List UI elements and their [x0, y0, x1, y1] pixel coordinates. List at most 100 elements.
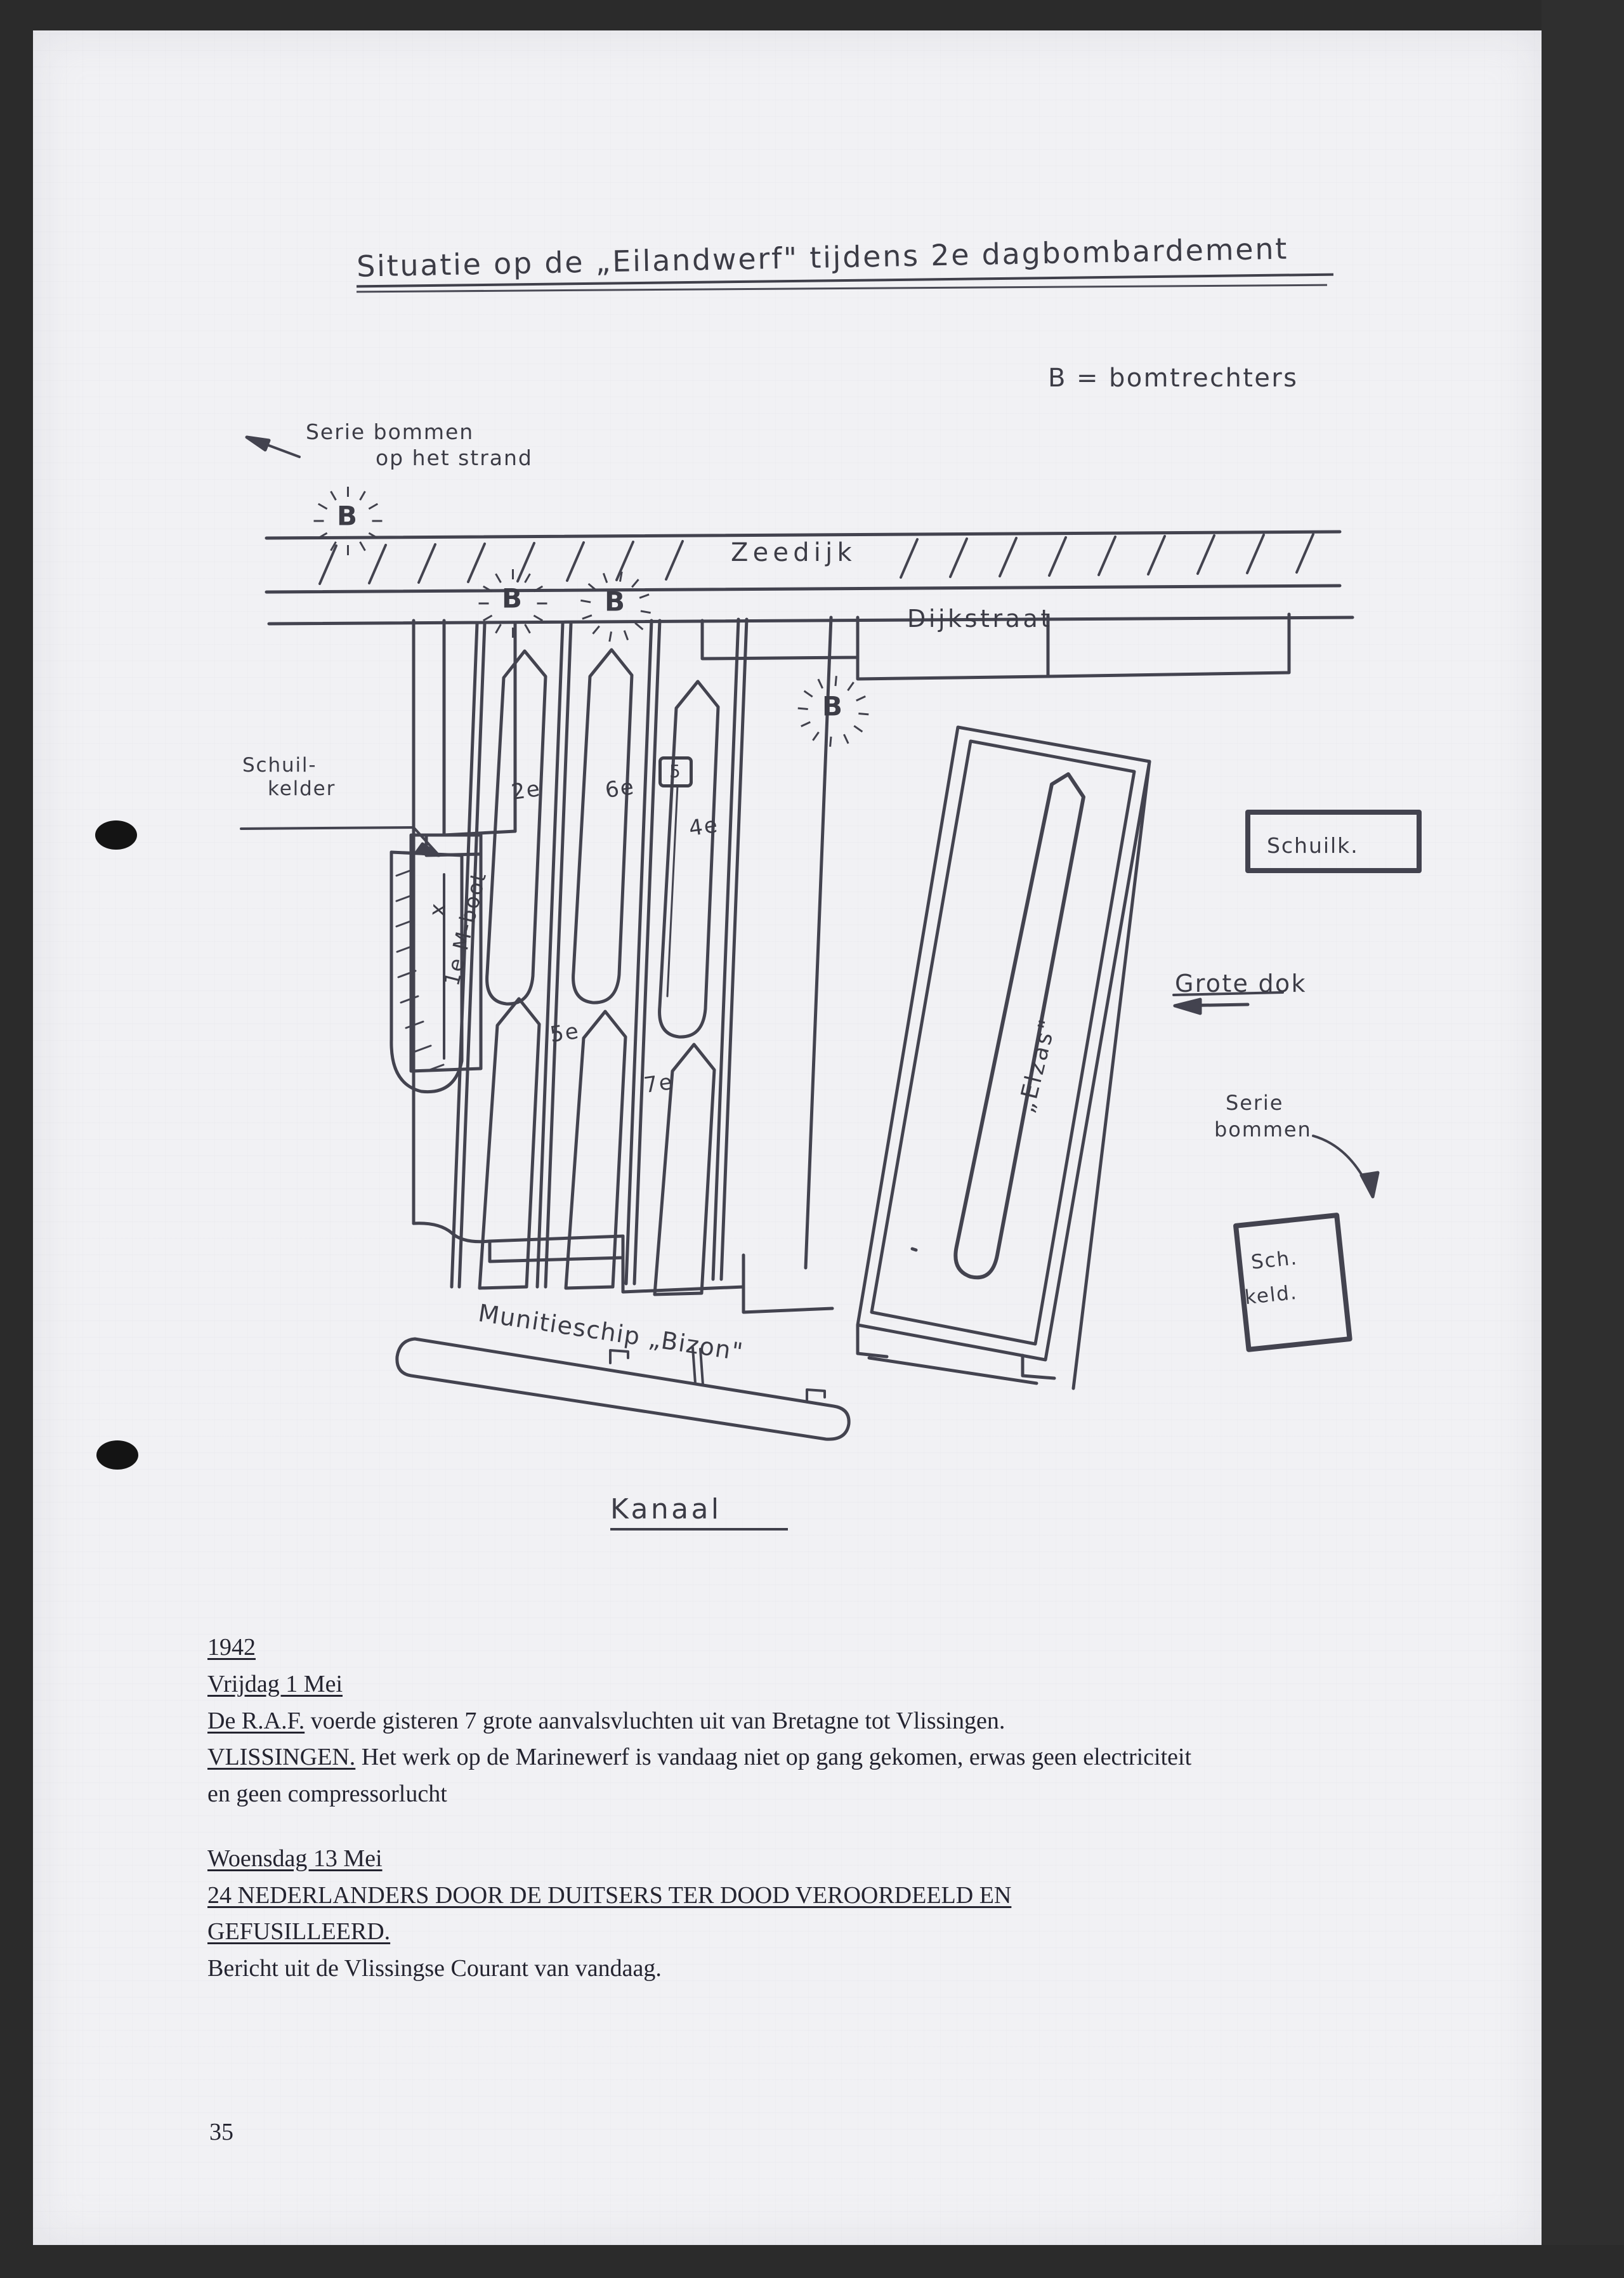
scan-frame-bottom: [0, 2245, 1624, 2278]
beach-bombs-arrow-head: [245, 435, 271, 452]
crater-marker-dijk-1: B: [477, 563, 547, 638]
boxed-5-value: 5: [658, 756, 693, 787]
crater-marker-dijk-2: B: [580, 567, 651, 642]
serie-bommen-arrow-shaft: [1312, 1135, 1374, 1198]
bizon-mast-1: [691, 1346, 697, 1385]
scan-frame-top: [0, 0, 1624, 30]
diary-entry2-date: Woensdag 13 Mei: [207, 1841, 1470, 1878]
punch-hole-top: [95, 820, 137, 850]
schuilkelder-line1: Schuil-: [242, 754, 317, 777]
schuilk-box: [1245, 810, 1422, 873]
hull-6e: [572, 648, 634, 1004]
building-block-1: [700, 616, 860, 661]
schuilkelder-line2: kelder: [268, 777, 336, 800]
map-linework: [240, 435, 1422, 1441]
scan-frame-left: [0, 0, 33, 2278]
zeedijk-bottom-line: [265, 584, 1342, 594]
schuilkelder-arrow-head: [414, 842, 441, 857]
label-serie-bommen-right: Serie bommen: [1214, 1090, 1312, 1143]
dock-sill: [867, 1356, 1038, 1385]
crater-letter: B: [336, 500, 358, 532]
hull-2e: [485, 649, 547, 1006]
quay-right-of-dock: [1071, 760, 1151, 1390]
crater-letter: B: [604, 586, 625, 617]
paragraph-gap: [207, 1813, 1470, 1841]
label-ship-7e: 7e: [642, 1069, 676, 1099]
sch-keld-box: [1233, 1213, 1352, 1352]
grote-dok-arrow-head: [1173, 997, 1202, 1015]
diary-entry1-line1: De R.A.F. voerde gisteren 7 grote aanval…: [207, 1703, 1470, 1740]
kanaal-underline: [610, 1528, 788, 1531]
label-ship-6e: 6e: [603, 774, 637, 804]
serie-bommen-line1: Serie: [1226, 1091, 1284, 1115]
label-kanaal-block: Kanaal: [610, 1493, 788, 1531]
building-block-3: [1046, 612, 1291, 678]
beach-bombs-line2: op het strand: [376, 445, 533, 471]
diary-entry1-line2-rest: Het werk op de Marinewerf is vandaag nie…: [355, 1744, 1192, 1771]
slipway-walls: [450, 616, 833, 1289]
diary-entry2-headline2: GEFUSILLEERD.: [207, 1914, 1470, 1951]
diary-entry1-raf: De R.A.F.: [207, 1707, 305, 1734]
grote-dok-outer: [856, 725, 1151, 1362]
dock-gate-left: [856, 1323, 889, 1359]
label-zeedijk: Zeedijk: [731, 538, 856, 567]
diary-entry2-headline1-value: 24 NEDERLANDERS DOOR DE DUITSERS TER DOO…: [207, 1881, 1012, 1909]
diary-entry1-vlissingen: VLISSINGEN.: [207, 1744, 356, 1771]
diary-entry1-line3: en geen compressorlucht: [207, 1781, 447, 1807]
diary-entry1-line2: VLISSINGEN. Het werk op de Marinewerf is…: [207, 1739, 1470, 1776]
diary-text-block: 1942 Vrijdag 1 Mei De R.A.F. voerde gist…: [207, 1629, 1470, 1987]
building-block-2: [856, 614, 1050, 681]
label-boxed-5: 5: [658, 756, 693, 787]
zeedijk-top-line: [265, 530, 1342, 540]
label-ship-4e: 4e: [687, 812, 721, 842]
paper-sheet: Situatie op de „Eilandwerf" tijdens 2e d…: [33, 30, 1542, 2245]
map-title-block: Situatie op de „Eilandwerf" tijdens 2e d…: [357, 232, 1333, 293]
diary-entry1-date-value: Vrijdag 1 Mei: [207, 1670, 343, 1697]
label-schuilk-box: Schuilk.: [1267, 833, 1359, 858]
diary-entry2-body: Bericht uit de Vlissingse Courant van va…: [207, 1955, 662, 1982]
hull-4e: [658, 680, 720, 1039]
quay-step-1: [488, 1234, 625, 1263]
dijkstraat-line: [267, 616, 1354, 626]
grote-dok-underline: [1172, 991, 1284, 996]
crater-letter: B: [822, 690, 843, 722]
schuilkelder-underline: [240, 826, 415, 830]
quay-edge-left: [412, 1221, 625, 1244]
legend-bomtrechters: B = bomtrechters: [1048, 364, 1299, 393]
crater-marker-beach: B: [312, 481, 383, 555]
hull-elzas: [953, 772, 1085, 1280]
crater-marker-yard: B: [797, 671, 869, 747]
diary-entry1-line1-rest: voerde gisteren 7 grote aanvalsvluchten …: [304, 1707, 1005, 1734]
bizon-mast-2: [699, 1348, 704, 1386]
grote-dok-inner: [870, 739, 1136, 1346]
bunker-inner-rect: [409, 833, 483, 1073]
diary-entry1-date: Vrijdag 1 Mei: [207, 1666, 1470, 1703]
diary-entry2-headline1: 24 NEDERLANDERS DOOR DE DUITSERS TER DOO…: [207, 1878, 1470, 1914]
label-dijkstraat: Dijkstraat: [907, 605, 1053, 633]
bunker-hatching: [395, 868, 445, 1072]
serie-bommen-line2: bommen: [1214, 1117, 1312, 1142]
diary-year: 1942: [207, 1629, 1470, 1666]
bunker-outer-right: [390, 853, 464, 1094]
label-sch-keld-line1: Sch.: [1250, 1246, 1299, 1274]
beach-bombs-note: Serie bommen op het strand: [306, 419, 533, 471]
bizon-flag-1: [609, 1349, 629, 1364]
scan-frame-right: [1542, 0, 1624, 2278]
stray-mark-1: [910, 1247, 918, 1252]
hull-5e: [564, 1010, 627, 1290]
hull-bizon: [395, 1337, 851, 1441]
label-grote-dok: Grote dok: [1175, 970, 1307, 997]
diary-entry2-headline2-value: GEFUSILLEERD.: [207, 1918, 391, 1946]
quay-step-3: [742, 1285, 834, 1314]
diary-entry2-date-value: Woensdag 13 Mei: [207, 1845, 383, 1872]
diary-year-value: 1942: [207, 1634, 256, 1661]
quay-step-2: [621, 1253, 745, 1294]
crater-letter: B: [501, 583, 523, 614]
serie-bommen-arrow-head: [1359, 1171, 1380, 1199]
bizon-flag-2: [806, 1388, 826, 1402]
label-ship-2e: 2e: [509, 775, 543, 806]
crane-line: [666, 784, 679, 997]
hull-7e: [653, 1043, 716, 1296]
beach-bombs-line1: Serie bommen: [306, 419, 475, 444]
